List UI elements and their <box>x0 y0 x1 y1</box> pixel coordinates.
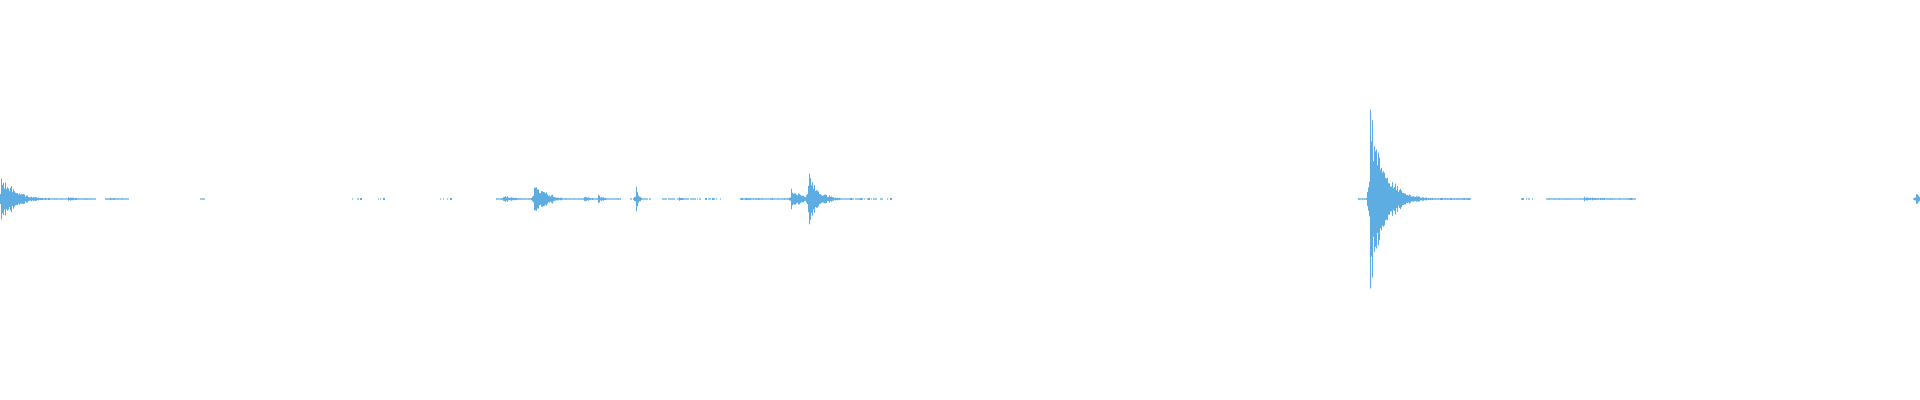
waveform-sample-dot <box>680 198 682 200</box>
waveform-sample-dot <box>40 198 42 200</box>
waveform-amplitude-trace <box>0 109 1920 289</box>
waveform-trace <box>0 109 1920 289</box>
waveform-sample-dot <box>890 198 892 200</box>
waveform-sample-dot <box>860 198 862 200</box>
waveform-sample-dot <box>383 198 385 200</box>
waveform-sample-dot <box>1450 198 1452 200</box>
waveform-sample-dot <box>1630 198 1632 200</box>
waveform-sample-dot <box>48 198 50 200</box>
waveform-sample-dot <box>850 198 852 200</box>
waveform-sample-dot <box>712 198 714 200</box>
waveform-sample-dot <box>75 198 77 200</box>
waveform-sample-dot <box>1522 198 1524 200</box>
waveform-sample-dot <box>868 198 870 200</box>
waveform-sample-dot <box>1468 198 1470 200</box>
waveform-sample-dot <box>450 198 452 200</box>
waveform-sample-dot <box>1440 198 1442 200</box>
waveform-sample-dot <box>360 198 362 200</box>
waveform-sample-dot <box>705 198 707 200</box>
